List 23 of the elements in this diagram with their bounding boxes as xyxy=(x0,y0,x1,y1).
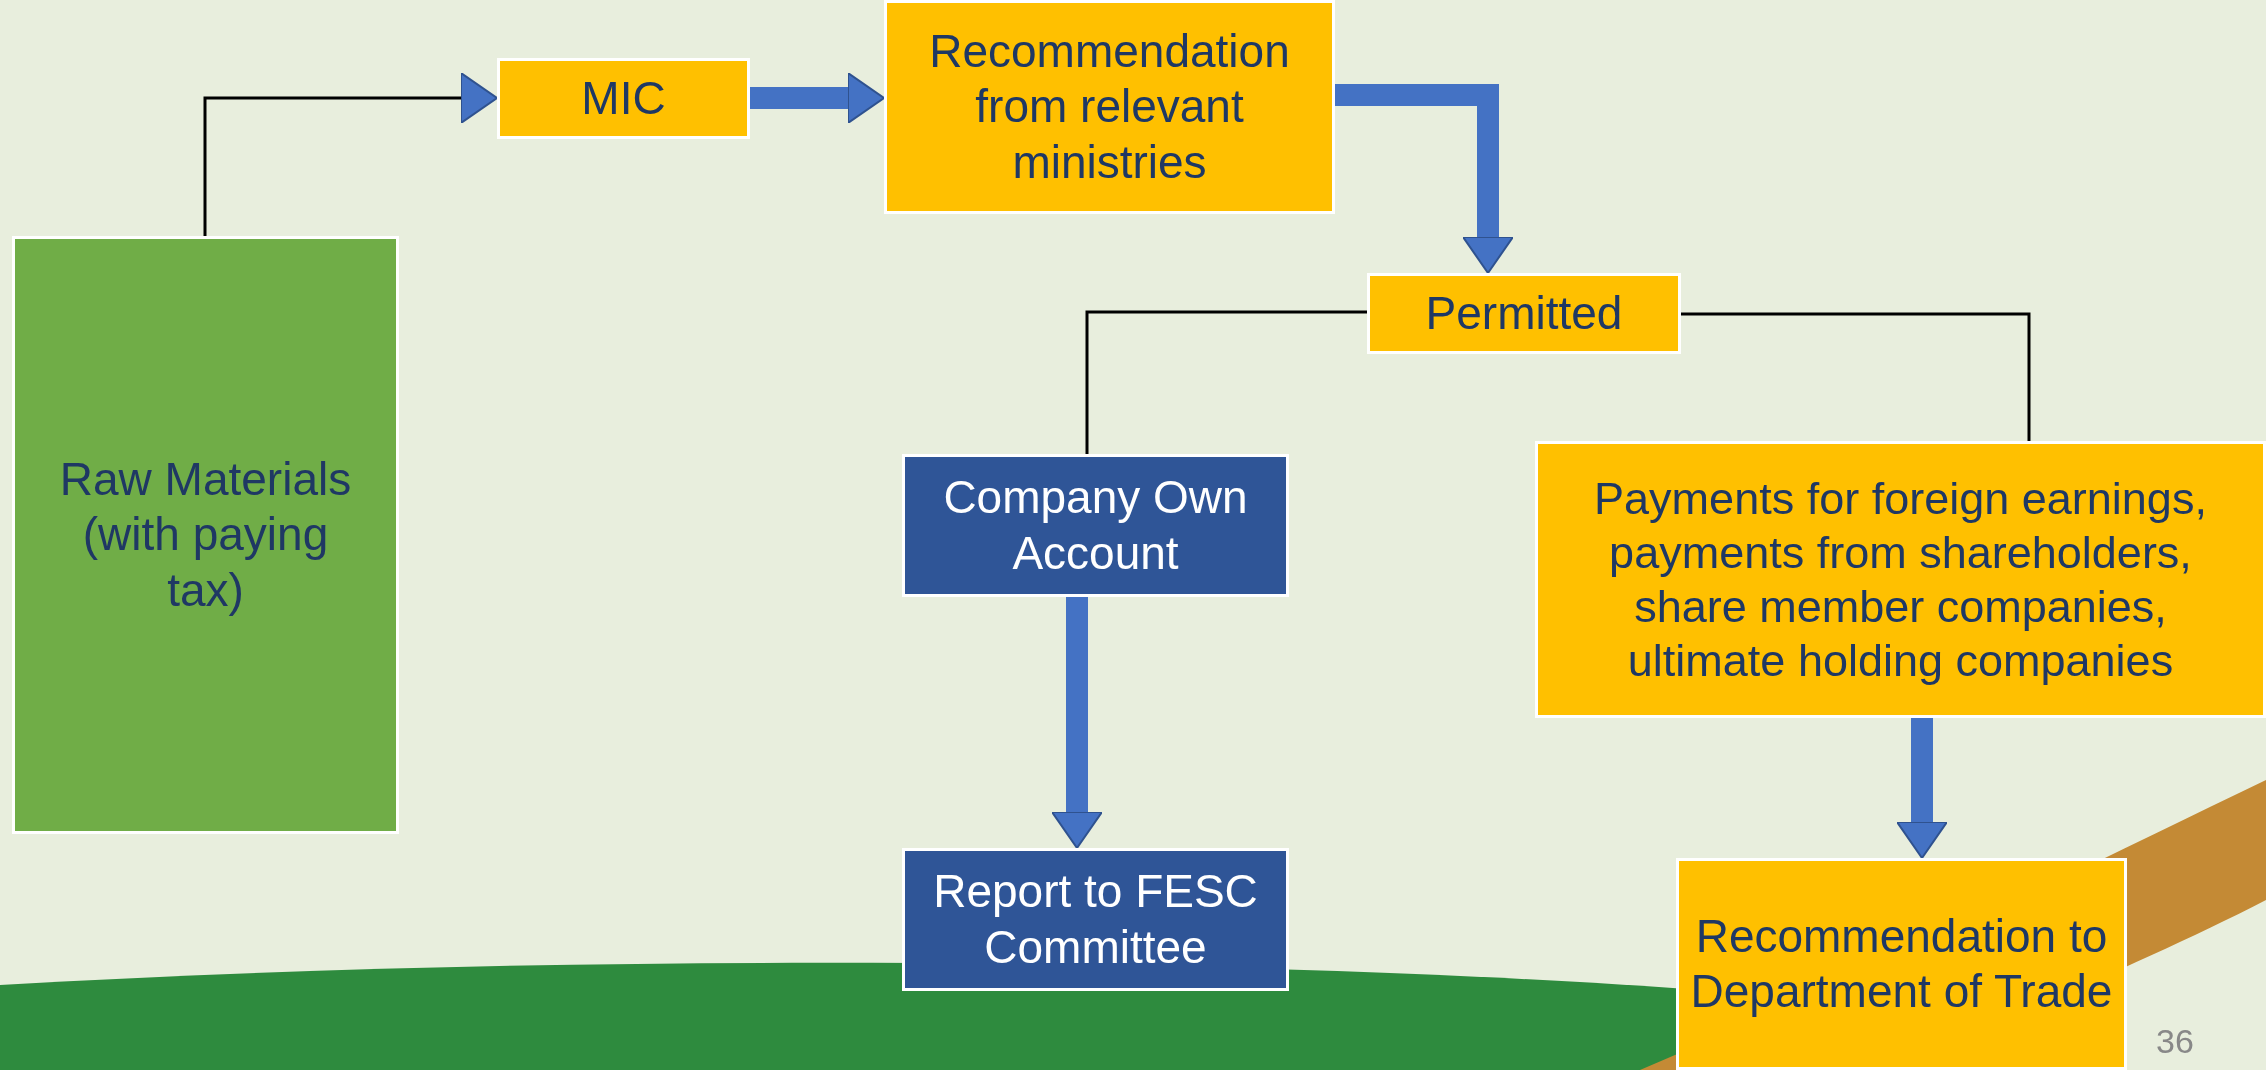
node-label: Company Own Account xyxy=(942,470,1249,581)
process-box xyxy=(1676,858,2127,1070)
process-box xyxy=(1535,441,2266,718)
node-label: Recommendation from relevant ministries xyxy=(928,24,1291,190)
process-box xyxy=(884,0,1335,214)
process-box xyxy=(902,848,1289,991)
page-number: 36 xyxy=(2156,1022,2194,1061)
node-label: Report to FESC Committee xyxy=(932,864,1259,975)
process-box xyxy=(1367,273,1681,354)
connector-line xyxy=(203,72,498,236)
process-box xyxy=(497,58,750,139)
connector-line xyxy=(1681,312,2031,441)
node-label: Permitted xyxy=(1424,285,1624,341)
connector-line xyxy=(1085,310,1367,454)
node-label: Raw Materials (with paying tax) xyxy=(58,452,353,618)
node-label: Recommendation to Department of Trade xyxy=(1689,908,2114,1019)
block-arrow xyxy=(1896,718,1948,859)
process-box xyxy=(902,454,1289,597)
node-label: MIC xyxy=(580,70,667,126)
block-arrow xyxy=(1335,84,1514,274)
process-box xyxy=(12,236,399,834)
node-label: Payments for foreign earnings, payments from shareholders, share member companies, ultimate holding companies xyxy=(1593,471,2208,688)
block-arrow xyxy=(750,72,885,124)
